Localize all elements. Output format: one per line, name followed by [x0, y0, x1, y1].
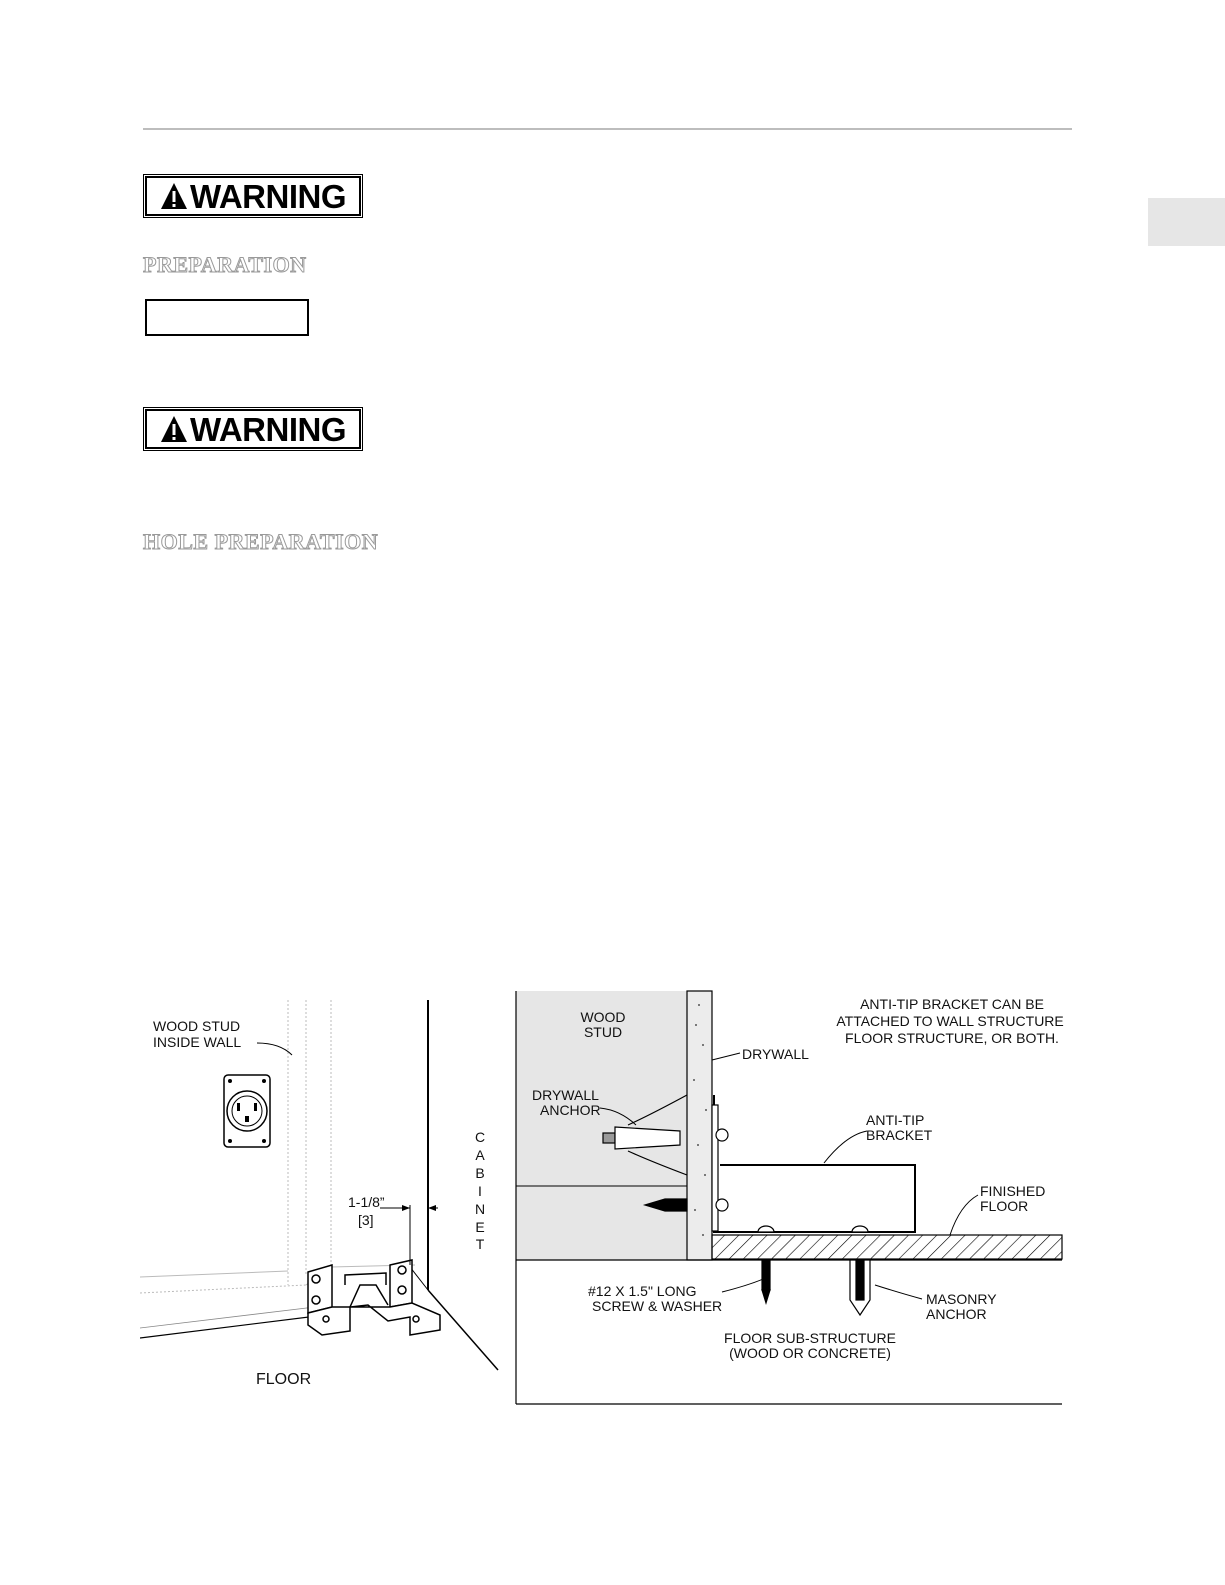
bracket-note-line-3: FLOOR STRUCTURE, OR BOTH. — [845, 1030, 1059, 1046]
wall-screw-icon — [642, 1198, 729, 1212]
masonry-anchor-icon — [849, 1225, 871, 1317]
floor-label: FLOOR — [256, 1371, 311, 1388]
drywall-label: DRYWALL — [742, 1046, 809, 1062]
svg-text:I: I — [478, 1183, 482, 1199]
section-side-tab — [1148, 198, 1225, 246]
finished-floor-label-2: FLOOR — [980, 1198, 1028, 1214]
anti-tip-bracket-label: ANTI-TIP — [866, 1112, 924, 1128]
wood-stud-label-2: STUD — [584, 1024, 622, 1040]
dimension-label: 1-1/8” — [348, 1194, 385, 1210]
drywall-anchor-label: DRYWALL — [532, 1087, 599, 1103]
installation-diagram: WOOD STUD INSIDE WALL 1-1/8” [3] C A B I… — [140, 990, 1065, 1405]
svg-text:A: A — [475, 1147, 485, 1163]
header-rule — [143, 128, 1072, 130]
masonry-anchor-label: MASONRY — [926, 1291, 997, 1307]
anti-tip-bracket-label-2: BRACKET — [866, 1127, 933, 1143]
svg-text:N: N — [475, 1201, 485, 1217]
left-illustration: WOOD STUD INSIDE WALL 1-1/8” [3] C A B I… — [140, 1000, 499, 1388]
bracket-note-line-2: ATTACHED TO WALL STRUCTURE, — [836, 1013, 1065, 1029]
warning-text: WARNING — [190, 177, 347, 215]
svg-text:C: C — [475, 1129, 485, 1145]
electrical-outlet-icon — [223, 1074, 271, 1148]
bracket-note-line-1: ANTI-TIP BRACKET CAN BE — [860, 996, 1044, 1012]
inside-wall-label: INSIDE WALL — [153, 1034, 241, 1050]
warning-triangle-icon — [161, 416, 187, 442]
right-cross-section: WOOD STUD DRYWALL DRYWALL ANCHOR ANTI-TI… — [515, 990, 1065, 1405]
anti-tip-bracket-icon — [307, 1259, 441, 1336]
svg-text:B: B — [475, 1165, 484, 1181]
floor-screw-icon — [757, 1225, 775, 1306]
svg-text:E: E — [475, 1219, 484, 1235]
svg-text:T: T — [476, 1236, 485, 1252]
drywall-anchor-label-2: ANCHOR — [540, 1102, 601, 1118]
drywall-anchor-icon — [602, 1094, 729, 1176]
floor-substructure-label-2: (WOOD OR CONCRETE) — [729, 1345, 891, 1361]
floor-screw-label-2: SCREW & WASHER — [592, 1298, 722, 1314]
hole-preparation-heading: HOLE PREPARATION — [142, 529, 379, 554]
warning-triangle-icon — [161, 183, 187, 209]
masonry-anchor-label-2: ANCHOR — [926, 1306, 987, 1322]
warning-label-1: WARNING — [143, 174, 363, 218]
blank-label-box — [145, 299, 309, 336]
warning-text: WARNING — [190, 410, 347, 448]
finished-floor-label: FINISHED — [980, 1183, 1045, 1199]
wood-stud-label: WOOD STUD — [153, 1018, 240, 1034]
warning-label-2: WARNING — [143, 407, 363, 451]
anti-tip-bracket-figure: WOOD STUD INSIDE WALL 1-1/8” [3] C A B I… — [140, 985, 1065, 1410]
cabinet-vertical-label: C A B I N E T — [475, 1129, 485, 1252]
dimension-metric-label: [3] — [358, 1212, 374, 1228]
preparation-heading: PREPARATION — [143, 252, 307, 277]
floor-substructure-label: FLOOR SUB-STRUCTURE — [724, 1330, 896, 1346]
floor-screw-label: #12 X 1.5" LONG — [588, 1283, 696, 1299]
wood-stud-label: WOOD — [580, 1009, 625, 1025]
